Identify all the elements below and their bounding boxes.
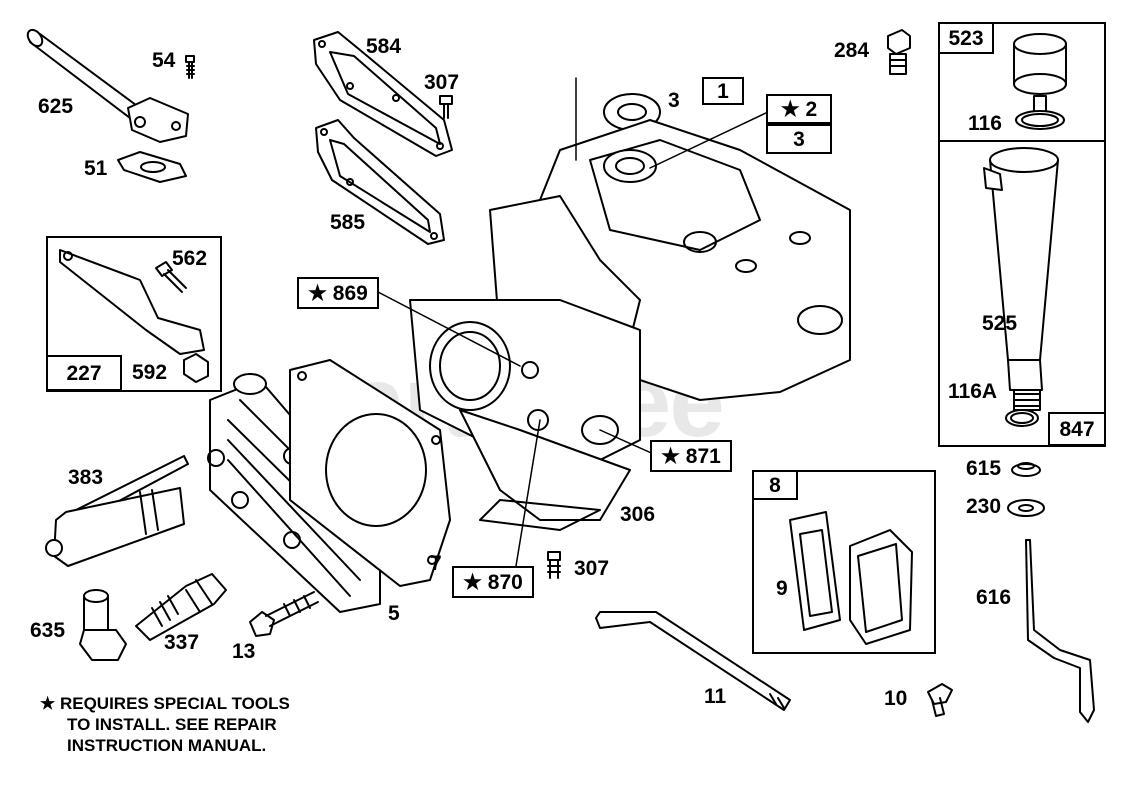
callout-635: 635: [30, 619, 66, 642]
callout-3: 3: [668, 89, 680, 112]
callout-562: 562: [172, 247, 208, 270]
callout-box-1: 1: [702, 77, 744, 105]
callout-box-8: 8: [752, 470, 798, 500]
box-group-8: [752, 470, 936, 654]
washer-230-part: [1007, 499, 1045, 517]
callout-54: 54: [152, 49, 176, 72]
screw-54-part: [185, 55, 195, 79]
callout-337: 337: [164, 631, 200, 654]
callout-box-2: ★ 2: [766, 94, 832, 124]
callout-11: 11: [704, 685, 727, 708]
callout-9: 9: [776, 577, 788, 600]
throttle-link-616-part: [1025, 539, 1095, 723]
governor-lever-part: [59, 249, 205, 355]
callout-307-upper: 307: [424, 71, 460, 94]
screw-562-part: [155, 261, 187, 293]
special-tools-note: ★ REQUIRES SPECIAL TOOLS TO INSTALL. SEE…: [40, 693, 290, 756]
callout-284: 284: [834, 39, 870, 62]
gasket-585-part: [315, 119, 445, 245]
dipstick-tube-part: [983, 147, 1059, 411]
breather-cover-part: [849, 529, 913, 645]
callout-box-227: 227: [46, 355, 122, 391]
callout-10: 10: [884, 687, 908, 710]
callout-box-870: ★ 870: [452, 566, 534, 598]
screw-307b-part: [547, 551, 561, 579]
breather-tube-part: [26, 28, 189, 143]
clip-615-part: [1011, 462, 1041, 477]
callout-box-847: 847: [1048, 412, 1106, 446]
gasket-51-part: [117, 151, 187, 183]
callout-592: 592: [132, 361, 168, 384]
callout-306: 306: [620, 503, 656, 526]
callout-585: 585: [330, 211, 366, 234]
leader-lines: [377, 77, 769, 567]
rod-11-part: [595, 611, 791, 711]
callout-51: 51: [84, 157, 108, 180]
note-line-3: INSTRUCTION MANUAL.: [67, 736, 267, 755]
plug-284-part: [887, 29, 911, 75]
callout-box-523: 523: [938, 22, 994, 54]
spark-plug-boot-part: [79, 589, 127, 661]
callout-616: 616: [976, 586, 1012, 609]
callout-584: 584: [366, 35, 402, 58]
callout-box-871: ★ 871: [650, 440, 732, 472]
callout-7: 7: [430, 552, 442, 575]
note-line-1: ★ REQUIRES SPECIAL TOOLS: [40, 694, 290, 713]
note-line-2: TO INSTALL. SEE REPAIR: [67, 715, 277, 734]
callout-307-lower: 307: [574, 557, 610, 580]
cylinder-block-part: [409, 119, 851, 531]
o-ring-116A-part: [1005, 409, 1039, 427]
dipstick-cap-part: [1013, 33, 1067, 130]
screw-307a-part: [439, 95, 453, 119]
fitting-10-part: [927, 683, 953, 717]
valve-383-part: [45, 455, 189, 567]
callout-box-869: ★ 869: [297, 277, 379, 309]
callout-box-3: 3: [766, 124, 832, 154]
gasket-9-part: [789, 511, 841, 631]
box-group-227: [46, 236, 222, 392]
bolt-13-part: [249, 591, 319, 637]
callout-116: 116: [968, 112, 1002, 135]
callout-5: 5: [388, 602, 400, 625]
cover-584-part: [313, 31, 453, 157]
callout-230: 230: [966, 495, 1002, 518]
callout-13: 13: [232, 640, 256, 663]
callout-116A: 116A: [948, 380, 998, 403]
callout-625: 625: [38, 95, 74, 118]
box-group-523: [938, 22, 1106, 142]
callout-383: 383: [68, 466, 104, 489]
spark-plug-part: [135, 573, 227, 641]
head-gasket-part: [289, 359, 451, 587]
callout-525: 525: [982, 312, 1018, 335]
nut-592-part: [183, 353, 209, 383]
callout-615: 615: [966, 457, 1002, 480]
